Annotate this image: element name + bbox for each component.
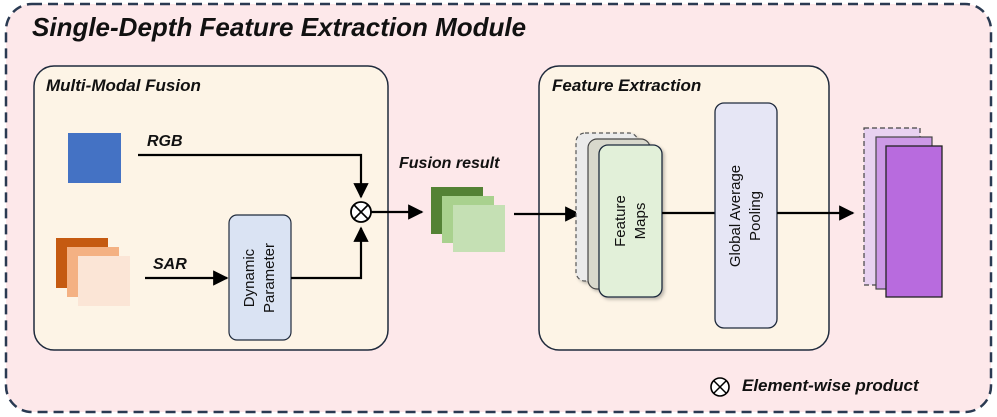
feature-maps-line-2: Maps <box>631 202 649 240</box>
output-feature-stack <box>863 127 943 298</box>
fusion-result-label: Fusion result <box>399 155 500 172</box>
sar-label: SAR <box>153 256 187 273</box>
output-layer-front <box>885 145 943 298</box>
legend-product-icon <box>710 377 730 397</box>
feature-maps-text: Feature Maps <box>599 145 662 297</box>
dynamic-parameter-text: Dynamic Parameter <box>229 215 291 340</box>
dynamic-parameter-line-2: Parameter <box>261 242 278 313</box>
fusion-panel-title: Multi-Modal Fusion <box>46 76 201 95</box>
extraction-panel-title: Feature Extraction <box>552 76 702 95</box>
legend-text: Element-wise product <box>742 376 919 395</box>
rgb-image-icon <box>68 133 121 183</box>
dynamic-parameter-line-1: Dynamic <box>241 248 258 307</box>
feature-map-layer-front <box>598 144 663 298</box>
sar-layer-front <box>78 256 130 306</box>
gap-text: Global Average Pooling <box>715 103 777 328</box>
feature-maps-stack <box>575 132 663 298</box>
feature-maps-line-1: Feature <box>611 195 629 247</box>
fusion-layer-front <box>453 205 505 252</box>
gap-line-2: Pooling <box>747 190 764 241</box>
fusion-panel <box>33 65 389 351</box>
dynamic-parameter-arrow <box>291 226 369 280</box>
sar-image-stack <box>56 238 130 306</box>
gap-box <box>714 102 778 329</box>
rgb-arrow <box>138 153 369 199</box>
rgb-label: RGB <box>147 133 183 150</box>
fusion-result-stack <box>431 187 505 252</box>
module-title: Single-Depth Feature Extraction Module <box>32 12 527 42</box>
element-wise-product-icon <box>350 201 372 223</box>
gap-line-1: Global Average <box>727 164 744 267</box>
